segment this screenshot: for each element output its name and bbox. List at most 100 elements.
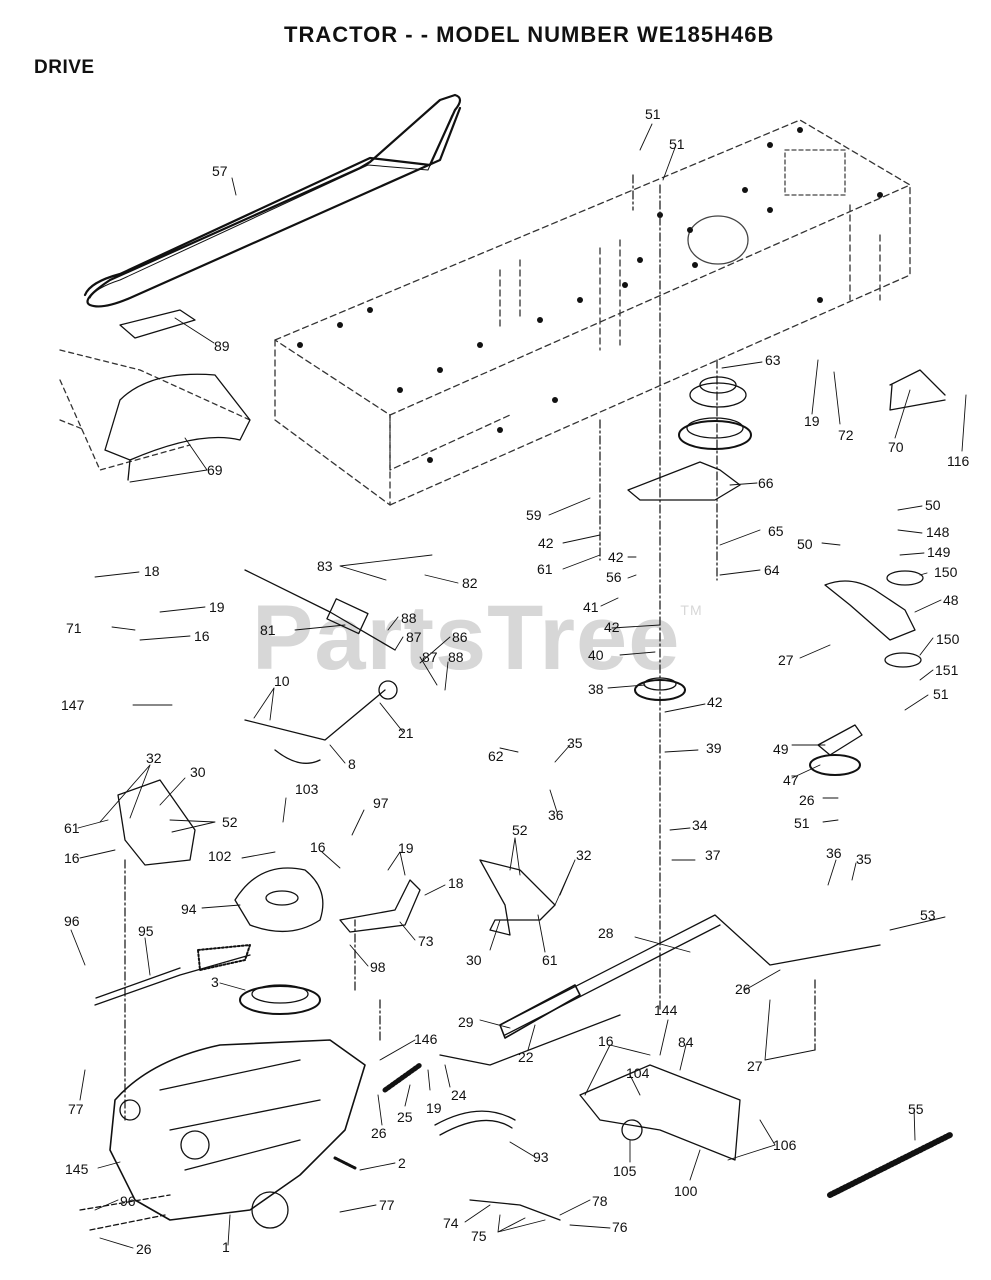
callout-106: 106: [773, 1137, 797, 1153]
section-label: DRIVE: [34, 57, 95, 78]
callout-36: 36: [548, 807, 564, 823]
callout-30: 30: [190, 764, 206, 780]
callout-94: 94: [181, 901, 197, 917]
callout-36: 36: [826, 845, 842, 861]
callout-77: 77: [68, 1101, 84, 1117]
callout-149: 149: [927, 544, 951, 560]
callout-48: 48: [943, 592, 959, 608]
callout-41: 41: [583, 599, 599, 615]
callout-145: 145: [65, 1161, 89, 1177]
callout-88: 88: [448, 649, 464, 665]
callout-37: 37: [705, 847, 721, 863]
watermark: PartsTreeTM: [252, 586, 703, 691]
callout-81: 81: [260, 622, 276, 638]
callout-82: 82: [462, 575, 478, 591]
callout-51: 51: [645, 106, 661, 122]
callout-150: 150: [934, 564, 958, 580]
callout-98: 98: [370, 959, 386, 975]
callout-39: 39: [706, 740, 722, 756]
callout-42: 42: [604, 619, 620, 635]
callout-77: 77: [379, 1197, 395, 1213]
callout-146: 146: [414, 1031, 438, 1047]
callout-51: 51: [669, 136, 685, 152]
callout-16: 16: [64, 850, 80, 866]
callout-96: 96: [64, 913, 80, 929]
callout-30: 30: [466, 952, 482, 968]
callout-52: 52: [512, 822, 528, 838]
callout-51: 51: [794, 815, 810, 831]
callout-32: 32: [576, 847, 592, 863]
callout-51: 51: [933, 686, 949, 702]
callout-47: 47: [783, 772, 799, 788]
page-title: TRACTOR - - MODEL NUMBER WE185H46B: [284, 22, 775, 47]
callout-96: 96: [120, 1193, 136, 1209]
callout-50: 50: [797, 536, 813, 552]
callout-88: 88: [401, 610, 417, 626]
callout-34: 34: [692, 817, 708, 833]
callout-32: 32: [146, 750, 162, 766]
callout-19: 19: [209, 599, 225, 615]
callout-70: 70: [888, 439, 904, 455]
callout-35: 35: [567, 735, 583, 751]
callout-61: 61: [64, 820, 80, 836]
callout-49: 49: [773, 741, 789, 757]
callout-38: 38: [588, 681, 604, 697]
callout-87: 87: [422, 649, 438, 665]
callout-18: 18: [144, 563, 160, 579]
callout-25: 25: [397, 1109, 413, 1125]
callout-147: 147: [61, 697, 85, 713]
callout-26: 26: [735, 981, 751, 997]
callout-26: 26: [371, 1125, 387, 1141]
frame: [275, 120, 910, 505]
callout-18: 18: [448, 875, 464, 891]
callout-19: 19: [398, 840, 414, 856]
callout-97: 97: [373, 795, 389, 811]
callout-89: 89: [214, 338, 230, 354]
callout-102: 102: [208, 848, 232, 864]
callout-66: 66: [758, 475, 774, 491]
callout-62: 62: [488, 748, 504, 764]
callout-50: 50: [925, 497, 941, 513]
callout-100: 100: [674, 1183, 698, 1199]
callout-104: 104: [626, 1065, 650, 1081]
callout-10: 10: [274, 673, 290, 689]
transmission: [110, 1040, 365, 1220]
callout-35: 35: [856, 851, 872, 867]
callout-83: 83: [317, 558, 333, 574]
callout-42: 42: [608, 549, 624, 565]
callout-69: 69: [207, 462, 223, 478]
callout-84: 84: [678, 1034, 694, 1050]
callout-65: 65: [768, 523, 784, 539]
callout-21: 21: [398, 725, 414, 741]
callout-1: 1: [222, 1239, 230, 1255]
callout-150: 150: [936, 631, 960, 647]
callout-74: 74: [443, 1215, 459, 1231]
callout-64: 64: [764, 562, 780, 578]
callout-72: 72: [838, 427, 854, 443]
callout-27: 27: [778, 652, 794, 668]
callout-144: 144: [654, 1002, 678, 1018]
callout-151: 151: [935, 662, 959, 678]
callout-28: 28: [598, 925, 614, 941]
callout-116: 116: [947, 453, 970, 469]
watermark-tm: TM: [680, 602, 703, 618]
belt-57: [85, 95, 460, 306]
callout-19: 19: [804, 413, 820, 429]
callout-16: 16: [310, 839, 326, 855]
callout-71: 71: [66, 620, 82, 636]
callout-148: 148: [926, 524, 950, 540]
callout-105: 105: [613, 1163, 637, 1179]
callout-59: 59: [526, 507, 542, 523]
callout-57: 57: [212, 163, 228, 179]
callout-42: 42: [707, 694, 723, 710]
callout-16: 16: [194, 628, 210, 644]
callout-42: 42: [538, 535, 554, 551]
callout-26: 26: [799, 792, 815, 808]
callout-103: 103: [295, 781, 319, 797]
callout-55: 55: [908, 1101, 924, 1117]
callout-22: 22: [518, 1049, 534, 1065]
callout-56: 56: [606, 569, 622, 585]
callout-61: 61: [537, 561, 553, 577]
watermark-text: PartsTree: [252, 587, 681, 689]
